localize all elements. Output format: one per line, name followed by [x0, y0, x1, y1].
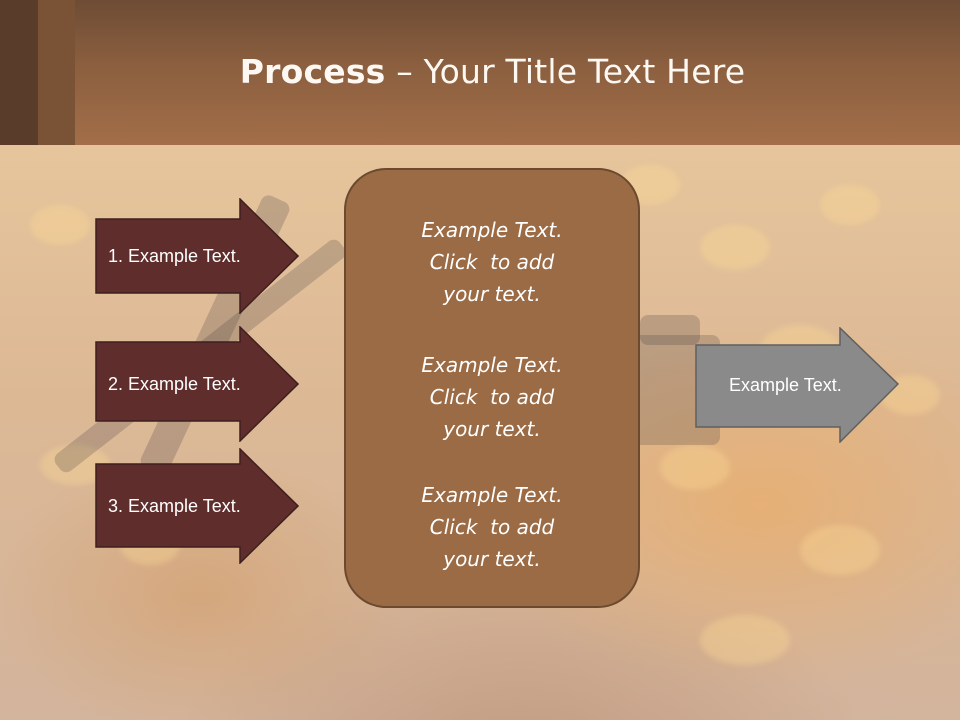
header-accent-strip — [38, 0, 75, 145]
arrow-label: 3. Example Text. — [108, 495, 241, 516]
arrow-label: 2. Example Text. — [108, 373, 241, 394]
slide-title: Process – Your Title Text Here — [0, 52, 960, 91]
text-line: your text. — [443, 417, 541, 441]
input-arrow-3[interactable]: 3. Example Text. — [95, 448, 299, 564]
text-line: Example Text. — [421, 483, 563, 507]
header-accent-strip — [0, 0, 38, 145]
arrow-label: Example Text. — [729, 374, 842, 395]
output-arrow[interactable]: Example Text. — [695, 327, 899, 443]
text-line: Click to add — [429, 515, 555, 539]
text-line: Example Text. — [421, 218, 563, 242]
center-text-block-2: Example Text. Click to add your text. — [346, 349, 638, 445]
text-line: your text. — [443, 547, 541, 571]
title-bold: Process — [239, 52, 386, 91]
text-line: Example Text. — [421, 353, 563, 377]
title-rest: – Your Title Text Here — [385, 52, 746, 91]
center-text-block-3: Example Text. Click to add your text. — [346, 479, 638, 575]
text-line: Click to add — [429, 385, 555, 409]
input-arrow-1[interactable]: 1. Example Text. — [95, 198, 299, 314]
header-band: Process – Your Title Text Here — [0, 0, 960, 145]
text-line: Click to add — [429, 250, 555, 274]
arrow-shape — [95, 326, 299, 442]
arrow-shape — [695, 327, 899, 443]
arrow-label: 1. Example Text. — [108, 245, 241, 266]
input-arrow-2[interactable]: 2. Example Text. — [95, 326, 299, 442]
arrow-shape — [95, 448, 299, 564]
arrow-shape — [95, 198, 299, 314]
text-line: your text. — [443, 282, 541, 306]
center-text-block-1: Example Text. Click to add your text. — [346, 214, 638, 310]
center-process-box[interactable]: Example Text. Click to add your text. Ex… — [344, 168, 640, 608]
